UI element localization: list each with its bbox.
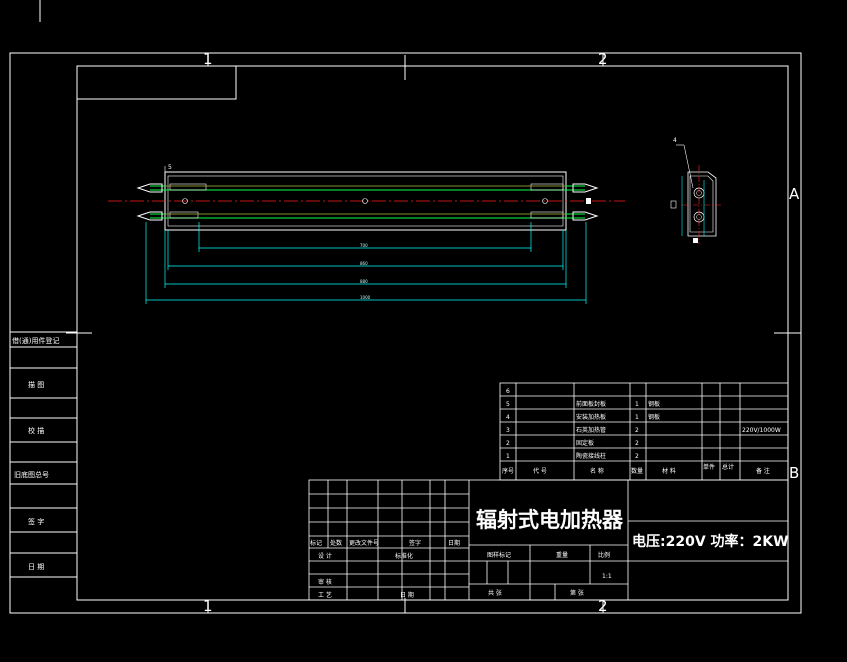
role-review: 审 核 [318,578,332,586]
dimension-label-1000: 1000 [360,295,371,300]
dimension-label-700: 700 [360,243,368,248]
zone-label-right-a: A [789,185,800,203]
parts-row-3-qty: 2 [635,427,639,434]
side-view: 4 [670,137,722,244]
side-item-register: 借(通)用件登记 [12,336,59,345]
stage-label: 图样标记 [487,551,511,559]
side-item-old-number: 旧底图总号 [14,470,49,479]
parts-header-material: 材 料 [662,467,676,475]
parts-row-3-name: 石英加热管 [576,426,606,434]
role-design: 设 计 [318,552,332,560]
parts-row-1-name: 陶瓷接线柱 [576,452,606,460]
role-process: 工 艺 [318,591,332,599]
front-view: 5 [108,164,625,231]
parts-row-4-no: 4 [506,414,510,421]
rev-header-count: 处数 [330,539,342,547]
drawing-spec: 电压:220V 功率：2KW [632,533,789,550]
side-item-check: 校 描 [28,426,44,435]
scale-value: 1:1 [602,573,612,580]
rev-header-sign: 签字 [409,539,421,547]
callout-top-tag: 5 [168,164,172,171]
rev-header-date: 日期 [448,539,460,547]
scale-label: 比例 [598,551,610,559]
weight-label: 重量 [556,551,568,559]
parts-row-2-no: 2 [506,440,510,447]
drawing-title: 辐射式电加热器 [476,508,624,532]
parts-header-note: 备 注 [756,467,770,475]
parts-row-5-qty: 1 [635,401,639,408]
role-date: 日 期 [400,591,414,599]
parts-list-text: 6 5 前面板封板 1 钢板 4 安装加热板 1 钢板 3 石英加热管 2 22… [502,388,781,475]
callout-side-tag: 4 [673,137,677,144]
sheet-total-label: 共 张 [488,589,502,597]
parts-row-1-no: 1 [506,453,510,460]
zone-label-top-2: 2 [598,50,608,68]
parts-header-no: 序号 [502,467,514,475]
sheet-page-label: 第 张 [570,589,584,597]
side-panel: 借(通)用件登记 描 图 校 描 旧底图总号 签 字 日 期 [10,331,77,578]
zone-label-bottom-2: 2 [598,597,608,615]
zone-label-right-b: B [789,464,799,482]
parts-header-name: 名 称 [590,467,604,475]
parts-row-4-qty: 1 [635,414,639,421]
dimension-lines [145,222,587,304]
parts-row-4-material: 钢板 [648,413,660,421]
parts-row-2-qty: 2 [635,440,639,447]
side-item-date: 日 期 [28,563,44,571]
code-box [76,65,237,100]
title-block [308,479,789,601]
parts-header-code: 代 号 [533,467,547,475]
zone-label-top-1: 1 [203,50,213,68]
parts-row-4-name: 安装加热板 [576,413,606,421]
parts-row-5-name: 前面板封板 [576,400,606,408]
side-item-trace: 描 图 [28,380,44,389]
parts-header-qty: 数量 [631,467,643,475]
parts-row-2-name: 固定板 [576,439,594,447]
rev-header-doc: 更改文件号 [349,539,379,547]
parts-row-1-qty: 2 [635,453,639,460]
side-item-sign: 签 字 [28,517,44,526]
dimension-label-860: 860 [360,261,368,266]
rev-header-mark: 标记 [310,539,322,547]
zone-label-bottom-1: 1 [203,597,213,615]
parts-row-5-material: 钢板 [648,400,660,408]
parts-header-unit-weight: 单件 [703,463,715,471]
parts-row-6-no: 6 [506,388,510,395]
parts-row-3-no: 3 [506,427,510,434]
parts-row-3-note: 220V/1000W [742,427,781,434]
parts-row-5-no: 5 [506,401,510,408]
dimension-label-880: 880 [360,279,368,284]
title-block-text: 标记 处数 更改文件号 签字 日期 设 计 标准化 审 核 工 艺 日 期 辐射… [310,508,789,599]
parts-header-total-weight: 总计 [722,463,734,471]
role-standard: 标准化 [395,552,413,560]
